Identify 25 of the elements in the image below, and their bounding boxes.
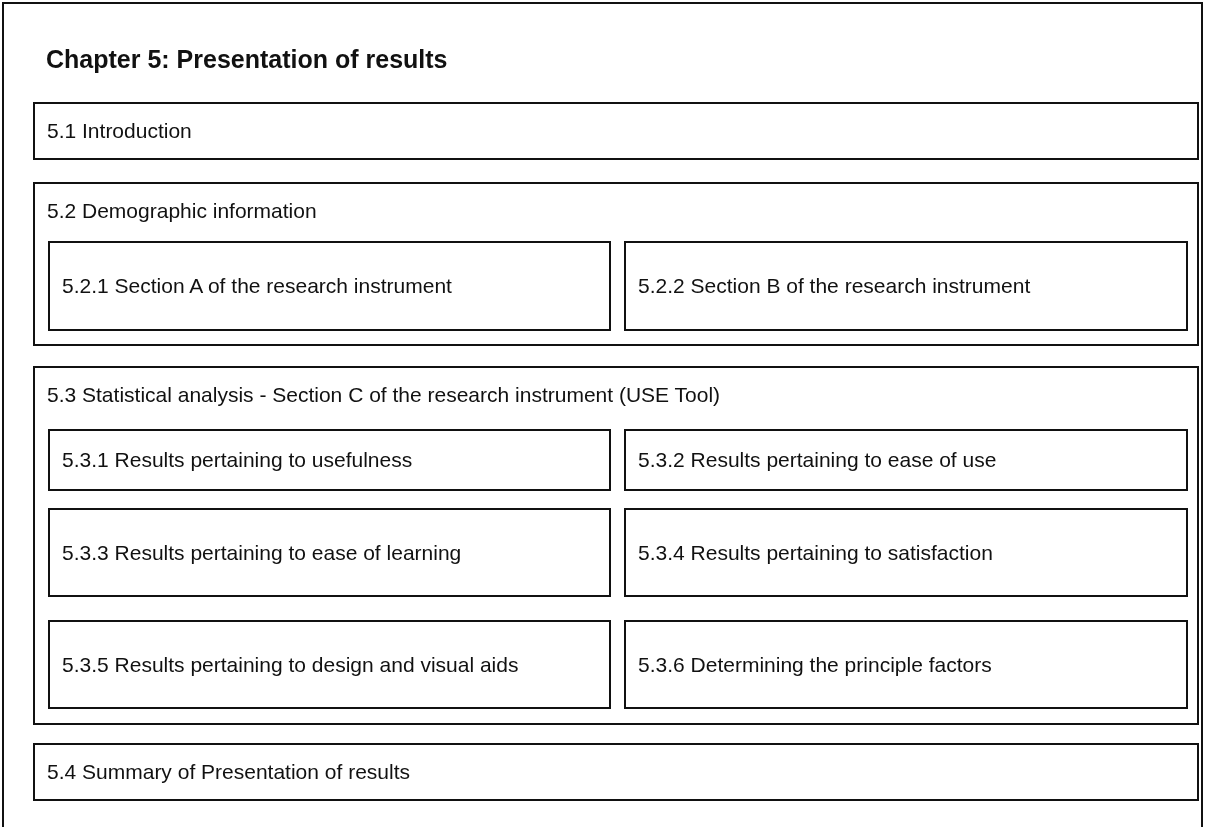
subsection-box — [48, 508, 611, 597]
subsection-box — [624, 429, 1188, 491]
section-heading: 5.3.6 Determining the principle factors — [638, 651, 993, 678]
section-group-box — [33, 366, 1199, 725]
section-heading: 5.2 Demographic information — [47, 198, 318, 224]
section-group-box — [33, 182, 1199, 346]
subsection-box — [48, 620, 611, 709]
section-heading: 5.3.2 Results pertaining to ease of use — [638, 447, 998, 474]
section-box — [33, 102, 1199, 160]
chapter-title: Chapter 5: Presentation of results — [46, 44, 449, 75]
subsection-box — [48, 429, 611, 491]
section-heading: 5.3.4 Results pertaining to satisfaction — [638, 539, 994, 566]
section-heading: 5.2.1 Section A of the research instrument — [62, 273, 453, 300]
section-box — [33, 743, 1199, 801]
section-heading: 5.1 Introduction — [47, 118, 193, 145]
section-heading: 5.2.2 Section B of the research instrument — [638, 273, 1032, 300]
section-heading: 5.3.5 Results pertaining to design and visual aids — [62, 651, 520, 678]
section-heading: 5.4 Summary of Presentation of results — [47, 759, 411, 786]
subsection-box — [48, 241, 611, 331]
subsection-box — [624, 241, 1188, 331]
subsection-box — [624, 620, 1188, 709]
section-heading: 5.3.1 Results pertaining to usefulness — [62, 447, 414, 474]
section-heading: 5.3.3 Results pertaining to ease of learning — [62, 539, 463, 566]
subsection-box — [624, 508, 1188, 597]
section-heading: 5.3 Statistical analysis - Section C of the research instrument (USE Tool) — [47, 382, 722, 408]
